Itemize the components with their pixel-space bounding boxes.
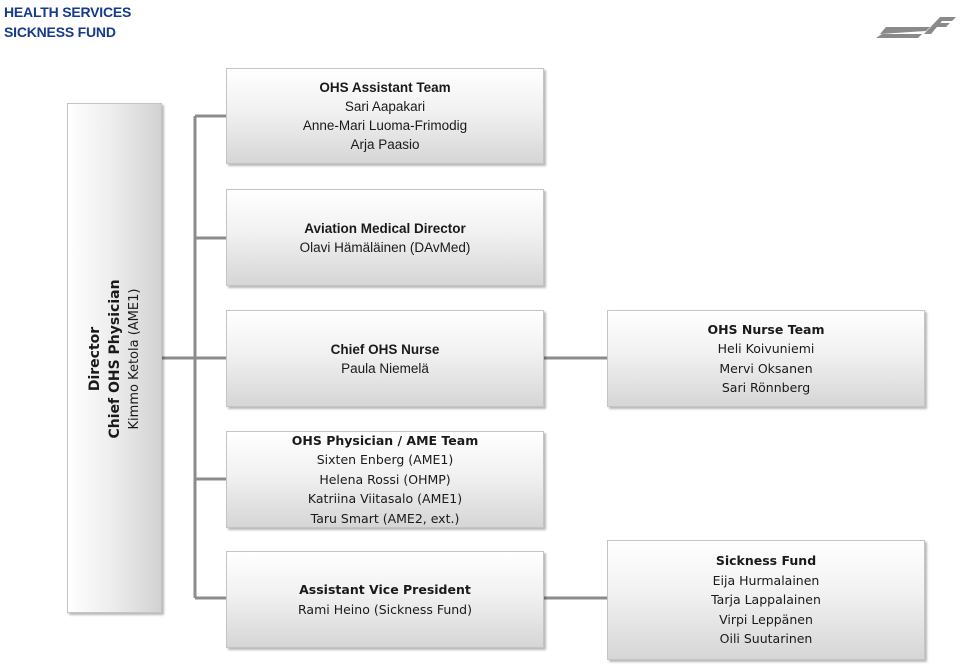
assistant-team-box: OHS Assistant Team Sari Aapakari Anne-Ma…	[226, 68, 544, 164]
sickness-fund-member: Virpi Leppänen	[719, 611, 813, 627]
header: HEALTH SERVICES SICKNESS FUND	[4, 2, 131, 42]
aviation-director-title: Aviation Medical Director	[304, 220, 466, 236]
assistant-team-title: OHS Assistant Team	[319, 80, 451, 95]
chief-nurse-name: Paula Niemelä	[341, 360, 429, 376]
sickness-fund-box: Sickness Fund Eija Hurmalainen Tarja Lap…	[607, 540, 925, 660]
airline-logo-icon	[876, 17, 956, 38]
vice-president-title: Assistant Vice President	[299, 582, 471, 597]
aviation-director-box: Aviation Medical Director Olavi Hämäläin…	[226, 189, 544, 286]
physician-team-member: Katriina Viitasalo (AME1)	[307, 491, 463, 507]
vice-president-box: Assistant Vice President Rami Heino (Sic…	[226, 551, 544, 648]
assistant-team-member: Sari Aapakari	[344, 99, 426, 114]
nurse-team-member: Heli Koivuniemi	[717, 341, 815, 356]
director-title: Director	[87, 326, 103, 392]
sickness-fund-member: Eija Hurmalainen	[712, 572, 820, 588]
vice-president-name: Rami Heino (Sickness Fund)	[298, 601, 472, 617]
physician-team-member: Helena Rossi (OHMP)	[319, 471, 451, 487]
sickness-fund-member: Oili Suutarinen	[719, 631, 813, 647]
physician-team-title: OHS Physician / AME Team	[291, 432, 479, 448]
physician-team-box: OHS Physician / AME Team Sixten Enberg (…	[226, 431, 544, 528]
physician-team-member: Sixten Enberg (AME1)	[316, 452, 454, 468]
aviation-director-name: Olavi Hämäläinen (DAvMed)	[299, 239, 471, 255]
nurse-team-member: Mervi Oksanen	[719, 360, 813, 376]
assistant-team-member: Arja Paasio	[350, 137, 420, 152]
director-box: Director Chief OHS Physician Kimmo Ketol…	[67, 103, 162, 613]
nurse-team-member: Sari Rönnberg	[721, 380, 811, 395]
chief-nurse-title: Chief OHS Nurse	[330, 341, 440, 357]
chief-nurse-box: Chief OHS Nurse Paula Niemelä	[226, 310, 544, 407]
physician-team-member: Taru Smart (AME2, ext.)	[310, 510, 460, 526]
header-line-1: HEALTH SERVICES	[4, 4, 132, 20]
nurse-team-box: OHS Nurse Team Heli Koivuniemi Mervi Oks…	[607, 310, 925, 407]
assistant-team-member: Anne-Mari Luoma-Frimodig	[302, 118, 468, 133]
sickness-fund-member: Tarja Lappalainen	[711, 592, 821, 608]
sickness-fund-title: Sickness Fund	[715, 553, 817, 569]
header-line-2: SICKNESS FUND	[4, 24, 116, 40]
director-role: Chief OHS Physician	[107, 279, 123, 439]
nurse-team-title: OHS Nurse Team	[707, 321, 825, 337]
director-name: Kimmo Ketola (AME1)	[127, 288, 142, 430]
